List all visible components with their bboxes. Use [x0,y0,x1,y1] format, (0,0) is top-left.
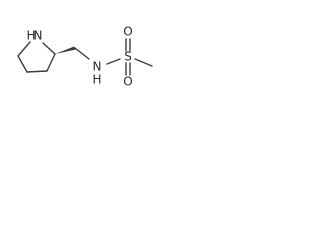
oxygen-bottom-label: O [123,75,132,89]
structure-diagram: H N N H S O O [0,0,187,106]
bond-n-s [106,58,121,65]
ring-bond-c3-c4 [26,70,48,73]
ring-n-label: N [34,29,43,43]
bond-ch2-n [74,47,90,60]
amide-n-hydrogen-label: H [92,73,101,87]
sulfur-label: S [124,50,132,64]
oxygen-top-label: O [123,25,132,39]
stereo-wedge-bond [55,46,76,54]
amide-n-label: N [93,60,102,74]
ring-n-hydrogen-label: H [26,29,35,43]
ring-bond-c2-c3 [46,53,56,72]
ring-bond-c5-n [17,41,31,57]
ring-bond-c4-c5 [17,55,28,73]
bond-s-methyl [134,58,153,67]
ring-bond-n-c2 [42,42,56,55]
molecule-svg: H N N H S O O [17,25,153,89]
